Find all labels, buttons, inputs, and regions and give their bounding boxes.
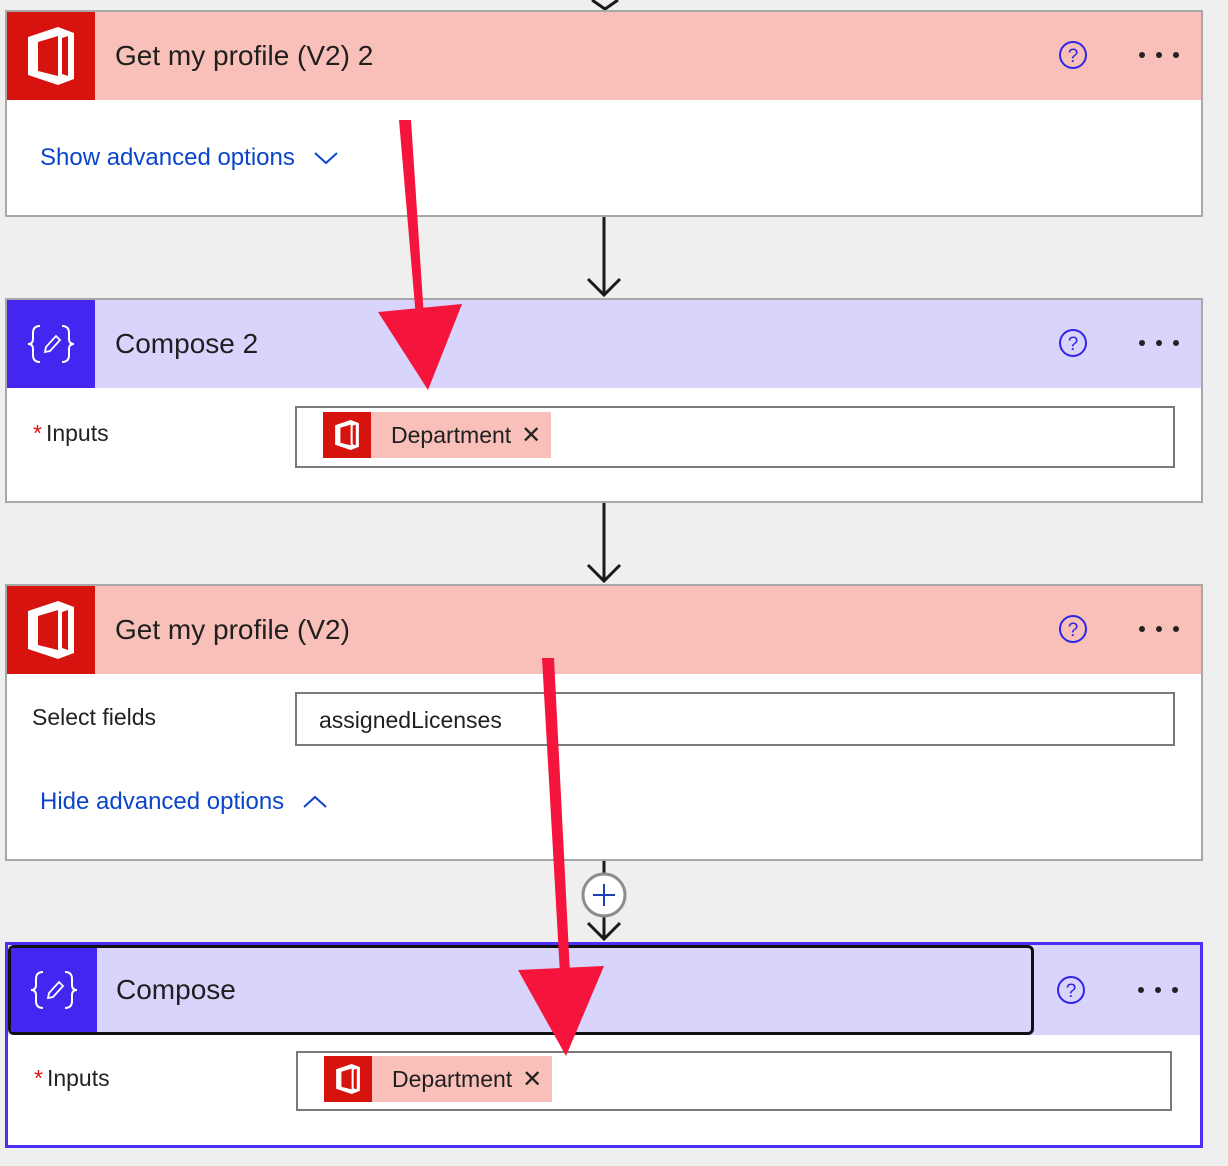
connector-arrow-top bbox=[591, 0, 619, 11]
inputs-label-text: Inputs bbox=[46, 1065, 110, 1091]
office-icon bbox=[7, 586, 95, 674]
office-icon bbox=[7, 12, 95, 100]
more-icon[interactable] bbox=[1137, 614, 1181, 644]
inputs-field[interactable]: Department ✕ bbox=[296, 1051, 1172, 1111]
select-fields-label: Select fields bbox=[32, 704, 157, 730]
token-label: Department bbox=[392, 1065, 513, 1092]
compose-icon bbox=[7, 300, 95, 388]
link-text: Show advanced options bbox=[40, 144, 295, 171]
connector-arrow bbox=[586, 217, 622, 298]
inputs-field[interactable]: Department ✕ bbox=[295, 406, 1175, 468]
card-header[interactable]: Get my profile (V2) ? bbox=[7, 586, 1201, 674]
svg-text:?: ? bbox=[1068, 334, 1079, 355]
token-label: Department bbox=[391, 421, 512, 448]
chevron-up-icon bbox=[303, 795, 327, 808]
inputs-label: *Inputs bbox=[33, 420, 109, 447]
chevron-down-icon bbox=[314, 152, 338, 165]
action-card-compose: Compose ? *Inputs Department ✕ bbox=[5, 942, 1203, 1148]
inputs-label-text: Inputs bbox=[45, 420, 109, 446]
inputs-label: *Inputs bbox=[34, 1065, 110, 1092]
remove-token-icon[interactable]: ✕ bbox=[522, 1065, 543, 1093]
hide-advanced-options-link[interactable]: Hide advanced options bbox=[40, 788, 328, 816]
dynamic-content-token[interactable]: Department ✕ bbox=[323, 412, 552, 458]
compose-icon bbox=[11, 948, 97, 1032]
card-header[interactable]: Get my profile (V2) 2 ? bbox=[7, 12, 1201, 100]
more-icon[interactable] bbox=[1136, 975, 1180, 1005]
help-icon[interactable]: ? bbox=[1058, 614, 1088, 644]
select-fields-value: assignedLicenses bbox=[319, 707, 502, 733]
remove-token-icon[interactable]: ✕ bbox=[521, 421, 542, 449]
more-icon[interactable] bbox=[1137, 40, 1181, 70]
card-header[interactable]: Compose 2 ? bbox=[7, 300, 1201, 388]
card-header[interactable]: Compose ? bbox=[8, 945, 1200, 1035]
show-advanced-options-link[interactable]: Show advanced options bbox=[40, 144, 339, 172]
more-icon[interactable] bbox=[1137, 328, 1181, 358]
plus-icon bbox=[581, 872, 627, 918]
help-icon[interactable]: ? bbox=[1058, 328, 1088, 358]
help-icon[interactable]: ? bbox=[1056, 975, 1086, 1005]
dynamic-content-token[interactable]: Department ✕ bbox=[324, 1056, 553, 1102]
office-icon bbox=[323, 412, 371, 458]
office-icon bbox=[324, 1056, 372, 1102]
card-title: Get my profile (V2) bbox=[115, 614, 350, 645]
svg-text:?: ? bbox=[1068, 46, 1079, 67]
add-step-button[interactable] bbox=[580, 871, 628, 919]
required-mark: * bbox=[33, 420, 42, 446]
action-card-get-my-profile-v2: Get my profile (V2) ? Select fields assi… bbox=[5, 584, 1203, 861]
required-mark: * bbox=[34, 1065, 43, 1091]
svg-text:?: ? bbox=[1066, 981, 1077, 1002]
action-card-get-my-profile-v2-2: Get my profile (V2) 2 ? Show advanced op… bbox=[5, 10, 1203, 217]
select-fields-input[interactable]: assignedLicenses bbox=[295, 692, 1175, 746]
card-title: Compose 2 bbox=[115, 328, 259, 359]
help-icon[interactable]: ? bbox=[1058, 40, 1088, 70]
card-title: Compose bbox=[116, 974, 236, 1005]
svg-text:?: ? bbox=[1068, 620, 1079, 641]
card-title: Get my profile (V2) 2 bbox=[115, 40, 374, 71]
action-card-compose-2: Compose 2 ? *Inputs Department ✕ bbox=[5, 298, 1203, 503]
connector-arrow bbox=[586, 503, 622, 584]
link-text: Hide advanced options bbox=[40, 788, 285, 815]
